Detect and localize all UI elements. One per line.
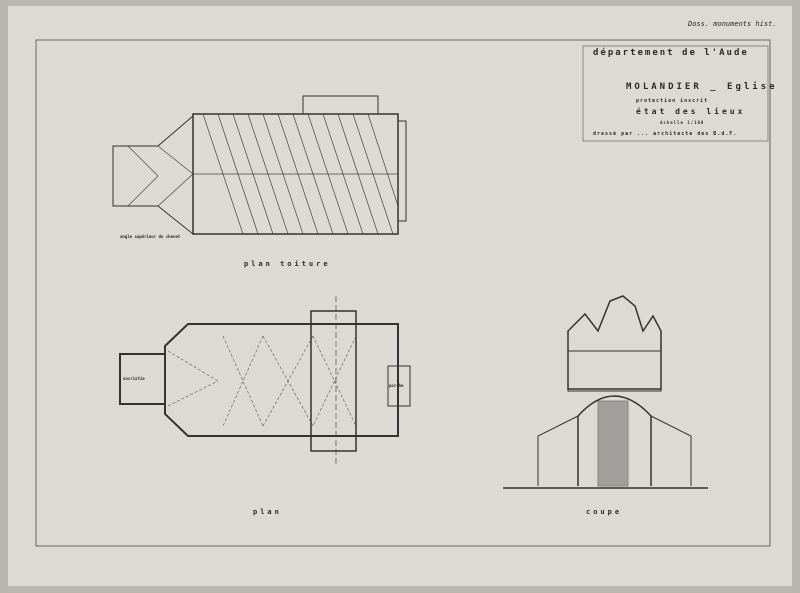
frame-border: [35, 39, 771, 547]
title-block: [582, 45, 769, 142]
author-note: dressé par ... architecte des B.d.F.: [593, 131, 738, 137]
section-elevation: [503, 295, 708, 489]
roof-note: angle supérieur du chevet: [120, 234, 181, 239]
drawing-subtitle: état des lieux: [636, 107, 746, 116]
section-label: coupe: [586, 508, 623, 516]
drawing-sheet: Doss. monuments hist. département de l'A…: [8, 6, 792, 586]
roof-plan: [112, 95, 407, 236]
architectural-drawing: [35, 39, 771, 547]
porch-label: porche: [389, 383, 404, 388]
plan-label: plan: [253, 508, 282, 516]
archive-annotation: Doss. monuments hist.: [688, 20, 777, 28]
drawing-title: MOLANDIER _ Eglise: [626, 82, 778, 92]
sacristy-label: sacristie: [123, 376, 145, 381]
department-heading: département de l'Aude: [593, 48, 749, 58]
protection-status: protection inscrit: [636, 98, 709, 104]
scale-note: échelle 1/100: [660, 120, 705, 125]
roof-plan-label: plan toiture: [244, 260, 331, 268]
floor-plan: [119, 296, 411, 466]
